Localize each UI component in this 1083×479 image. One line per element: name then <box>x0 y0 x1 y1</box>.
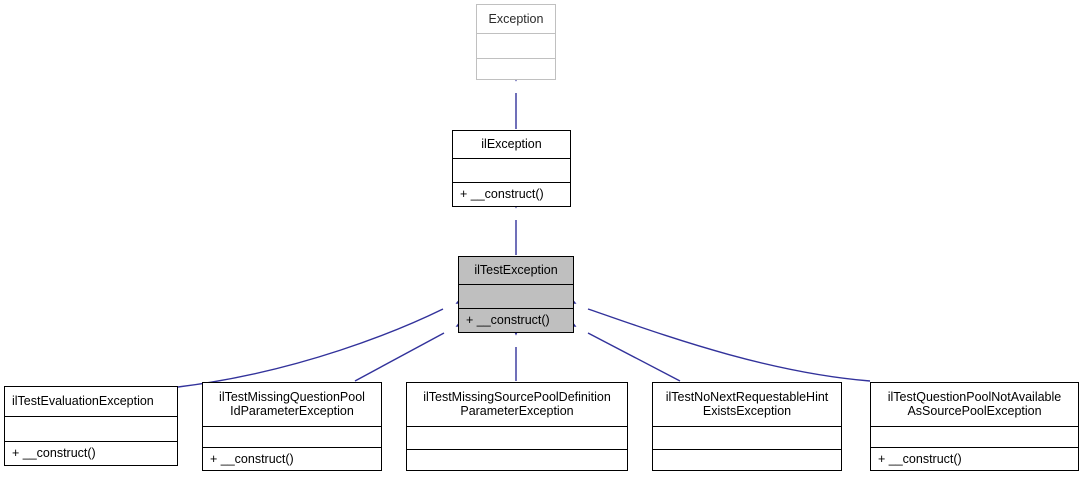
uml-class-title: ilException <box>481 137 542 151</box>
uml-class-il-test-exception[interactable]: ilTestException + __construct() <box>458 256 574 333</box>
generalization-line <box>587 332 681 382</box>
uml-compartment-divider <box>653 449 841 450</box>
uml-class-il-exception[interactable]: ilException + __construct() <box>452 130 571 207</box>
uml-edge-edge-nonextrequestablehint-to-iltestexception <box>559 313 681 382</box>
generalization-line <box>354 332 445 382</box>
uml-attributes-compartment <box>407 427 627 449</box>
uml-compartment-divider <box>653 426 841 427</box>
uml-attributes-compartment <box>477 34 555 58</box>
uml-compartment-divider <box>203 426 381 427</box>
uml-edge-edge-evaluation-to-iltestexception <box>177 290 473 388</box>
uml-operations-compartment: + __construct() <box>460 187 544 201</box>
uml-compartment-divider <box>407 449 627 450</box>
uml-edge-edge-missingquestionpool-to-iltestexception <box>354 313 473 382</box>
uml-class-il-test-missing-source-pool-definition-parameter-exception[interactable]: ilTestMissingSourcePoolDefinition Parame… <box>406 382 628 471</box>
uml-compartment-divider <box>459 284 573 285</box>
uml-attributes-compartment <box>459 285 573 308</box>
uml-class-il-test-evaluation-exception[interactable]: ilTestEvaluationException + __construct() <box>4 386 178 466</box>
uml-class-exception[interactable]: Exception <box>476 4 556 80</box>
uml-class-il-test-missing-question-pool-id-parameter-exception[interactable]: ilTestMissingQuestionPool IdParameterExc… <box>202 382 382 471</box>
uml-compartment-divider <box>477 33 555 34</box>
uml-class-title: ilTestException <box>474 263 558 277</box>
uml-compartment-divider <box>5 441 177 442</box>
uml-operations-compartment: + __construct() <box>12 446 96 460</box>
uml-operations-compartment: + __construct() <box>210 452 294 466</box>
uml-compartment-divider <box>477 58 555 59</box>
uml-compartment-divider <box>453 182 570 183</box>
uml-class-title: Exception <box>488 11 544 26</box>
uml-operations-compartment <box>407 450 627 470</box>
uml-attributes-compartment <box>453 159 570 182</box>
uml-compartment-divider <box>203 447 381 448</box>
uml-attributes-compartment <box>203 427 381 447</box>
uml-compartment-divider <box>871 426 1078 427</box>
uml-class-il-test-question-pool-not-available-as-source-pool-exception[interactable]: ilTestQuestionPoolNotAvailable AsSourceP… <box>870 382 1079 471</box>
generalization-line <box>587 308 871 382</box>
uml-class-title: ilTestMissingQuestionPool IdParameterExc… <box>219 390 365 418</box>
uml-operations-compartment <box>477 59 555 79</box>
uml-operations-compartment: + __construct() <box>878 452 962 466</box>
uml-compartment-divider <box>5 416 177 417</box>
uml-operations-compartment: + __construct() <box>466 313 550 327</box>
uml-compartment-divider <box>871 447 1078 448</box>
uml-attributes-compartment <box>5 417 177 441</box>
uml-compartment-divider <box>453 158 570 159</box>
uml-compartment-divider <box>459 308 573 309</box>
uml-operations-compartment <box>653 450 841 470</box>
uml-class-title: ilTestEvaluationException <box>12 394 154 408</box>
uml-class-il-test-no-next-requestable-hint-exists-exception[interactable]: ilTestNoNextRequestableHint ExistsExcept… <box>652 382 842 471</box>
generalization-line <box>177 308 444 388</box>
uml-attributes-compartment <box>653 427 841 449</box>
uml-edge-edge-questionpoolnotavailable-to-iltestexception <box>559 290 871 382</box>
uml-class-title: ilTestQuestionPoolNotAvailable AsSourceP… <box>887 390 1062 418</box>
uml-class-title: ilTestNoNextRequestableHint ExistsExcept… <box>665 390 829 418</box>
uml-attributes-compartment <box>871 427 1078 447</box>
uml-class-title: ilTestMissingSourcePoolDefinition Parame… <box>423 390 611 418</box>
uml-compartment-divider <box>407 426 627 427</box>
